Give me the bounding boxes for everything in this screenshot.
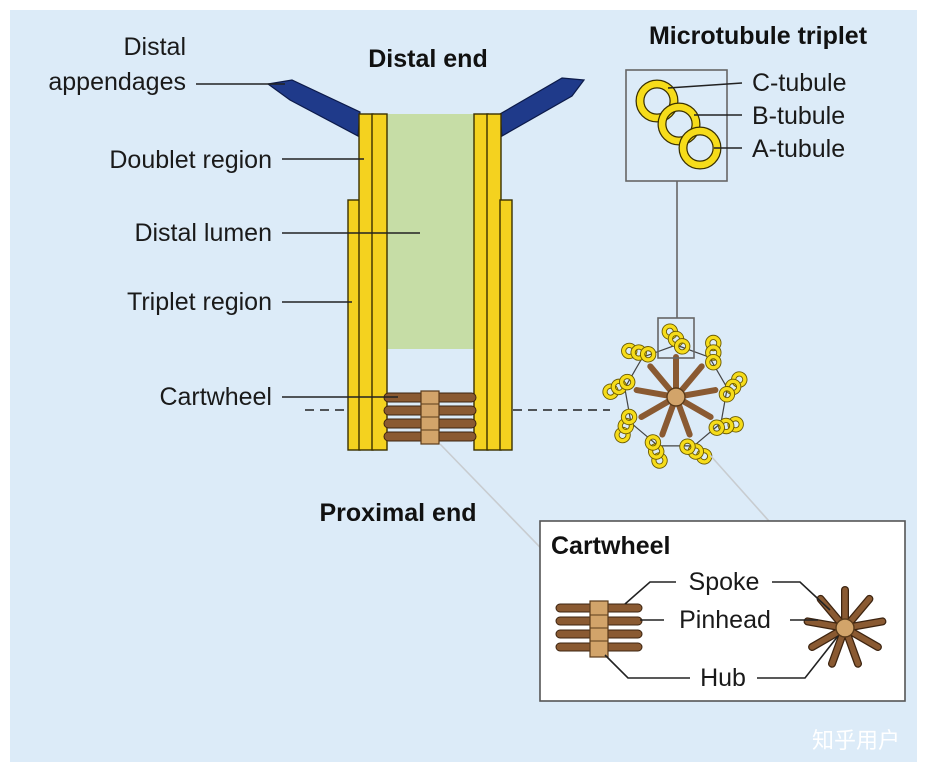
label-b-tubule: B-tubule [752, 102, 845, 130]
distal-lumen [387, 114, 474, 349]
ninefold-triplet-ring [603, 324, 747, 468]
left-wall-inner [371, 113, 388, 451]
left-wall-triplet-outer [347, 199, 361, 451]
label-proximal-end: Proximal end [320, 499, 477, 527]
label-doublet-region: Doublet region [109, 146, 272, 174]
label-triplet-region: Triplet region [127, 288, 272, 316]
label-microtubule-triplet: Microtubule triplet [649, 22, 868, 50]
label-distal-end: Distal end [368, 45, 487, 73]
ring-highlight-box [657, 317, 695, 359]
centriole-longitudinal-section [266, 77, 586, 451]
cartwheel-hub [835, 618, 855, 638]
label-distal-lumen: Distal lumen [134, 219, 272, 247]
label-distal-appendages-2: appendages [48, 68, 186, 96]
leader-hub-right [757, 635, 839, 679]
label-a-tubule: A-tubule [752, 135, 845, 163]
label-pinhead: Pinhead [679, 606, 771, 634]
label-distal-appendages-1: Distal [123, 33, 186, 61]
label-c-tubule: C-tubule [752, 69, 847, 97]
label-hub: Hub [700, 664, 746, 692]
leader-spoke-left [624, 581, 676, 605]
right-wall-triplet-outer [499, 199, 513, 451]
ring-hub [666, 387, 686, 407]
watermark: 知乎用户 [812, 728, 900, 753]
right-wall-doublet-outer [486, 113, 502, 451]
cartwheel-side-view [555, 600, 643, 658]
cartwheel-top-view [803, 586, 887, 668]
cartwheel-hub-main [420, 390, 440, 445]
leader-spoke-right [772, 581, 831, 611]
leader-c-tubule [667, 82, 743, 89]
label-spoke: Spoke [689, 568, 760, 596]
label-cartwheel-inset: Cartwheel [551, 532, 670, 560]
left-wall-doublet-outer [358, 113, 374, 451]
right-wall-inner [473, 113, 489, 451]
leader-hub-left [604, 654, 690, 679]
label-cartwheel: Cartwheel [159, 383, 272, 411]
